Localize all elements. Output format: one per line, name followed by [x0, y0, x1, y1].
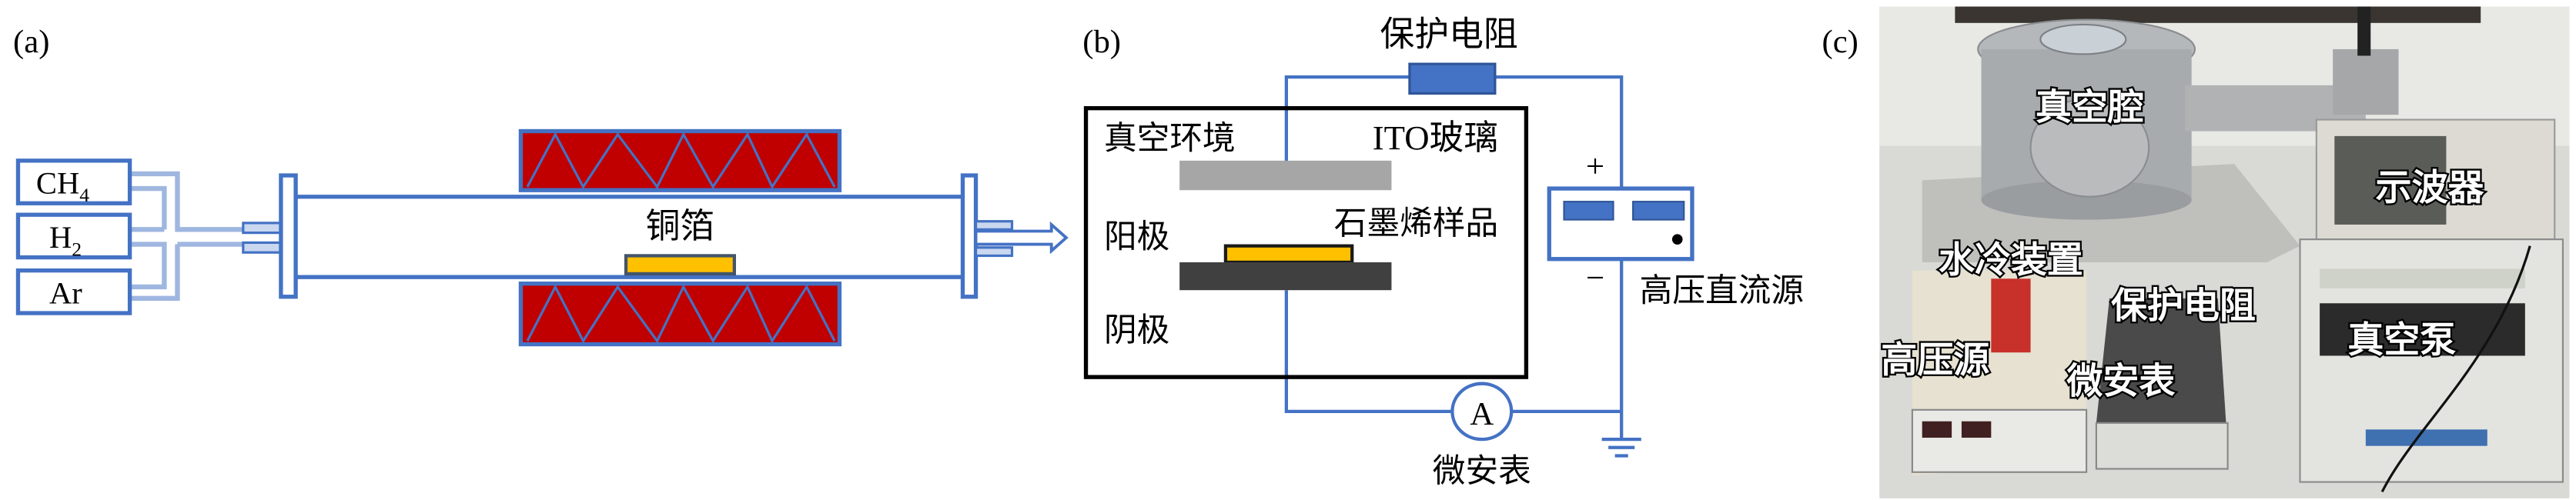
- anode-label: 阳极: [1104, 218, 1169, 256]
- photo-annotations: 真空腔 示波器 水冷装置 保护电阻 高压源 微安表 真空泵: [1879, 85, 2487, 405]
- gas-box-ch4: CH4: [15, 158, 132, 206]
- vacuum-chamber-box: [1083, 105, 1529, 379]
- lab-setup-photo: [1879, 6, 2570, 498]
- hv-source-photo-label: 高压源: [1881, 339, 1989, 382]
- copper-foil: [624, 254, 737, 276]
- panel-c-photo: (c): [1822, 6, 2570, 498]
- protective-resistor: [1408, 62, 1497, 95]
- hv-source-label: 高压直流源: [1640, 272, 1804, 310]
- water-cooling-label: 水冷装置: [1939, 239, 2083, 282]
- inlet-stub-bottom: [242, 241, 283, 254]
- panel-b-label: (b): [1082, 24, 1121, 60]
- chamber-label: 真空腔: [2036, 87, 2144, 129]
- gas-lines: [129, 171, 243, 302]
- gas-box-h2: H2: [15, 212, 132, 261]
- cathode-plate: [1179, 262, 1392, 291]
- cathode-label: 阴极: [1104, 311, 1169, 349]
- heater-coil-top: [526, 132, 836, 190]
- microammeter-photo-label: 微安表: [2066, 361, 2175, 403]
- graphene-sample-label: 石墨烯样品: [1334, 205, 1498, 243]
- svg-text:H2: H2: [49, 220, 82, 261]
- flange-right: [960, 173, 979, 299]
- panel-a-cvd-diagram: (a) CH4 H2 Ar: [13, 24, 1069, 347]
- ito-glass-label: ITO玻璃: [1373, 118, 1498, 157]
- graphene-sample: [1223, 244, 1354, 265]
- ground-icon: [1601, 438, 1641, 458]
- flange-left: [279, 173, 298, 299]
- ammeter: A: [1450, 382, 1514, 442]
- hv-dc-source: [1547, 186, 1694, 262]
- resistor-label: 保护电阻: [1380, 14, 1518, 55]
- microammeter-label: 微安表: [1433, 452, 1531, 491]
- panel-c-label: (c): [1822, 24, 1858, 60]
- outlet-arrow: [974, 220, 1069, 258]
- panel-b-circuit-diagram: (b) 保护电阻 真空环境 ITO玻璃 石墨烯样品 阳极 阴极 + − 高压直流…: [1082, 14, 1804, 491]
- svg-text:Ar: Ar: [49, 275, 82, 310]
- heater-coil-bottom: [526, 284, 836, 344]
- oscilloscope-label: 示波器: [2376, 167, 2485, 209]
- inlet-stub-top: [242, 222, 283, 235]
- panel-a-label: (a): [13, 24, 49, 60]
- ito-glass-anode: [1179, 160, 1392, 191]
- heater-bottom: [518, 282, 842, 347]
- minus-sign: −: [1586, 260, 1604, 296]
- vacuum-pump-label: 真空泵: [2347, 319, 2456, 362]
- heater-top: [518, 128, 842, 192]
- plus-sign: +: [1586, 148, 1604, 185]
- gas-box-ar: Ar: [15, 268, 132, 315]
- ammeter-symbol: A: [1470, 396, 1494, 432]
- vacuum-env-label: 真空环境: [1104, 119, 1236, 158]
- svg-text:CH4: CH4: [36, 165, 89, 206]
- protective-resistor-label: 保护电阻: [2111, 285, 2256, 327]
- copper-foil-label: 铜箔: [646, 205, 715, 246]
